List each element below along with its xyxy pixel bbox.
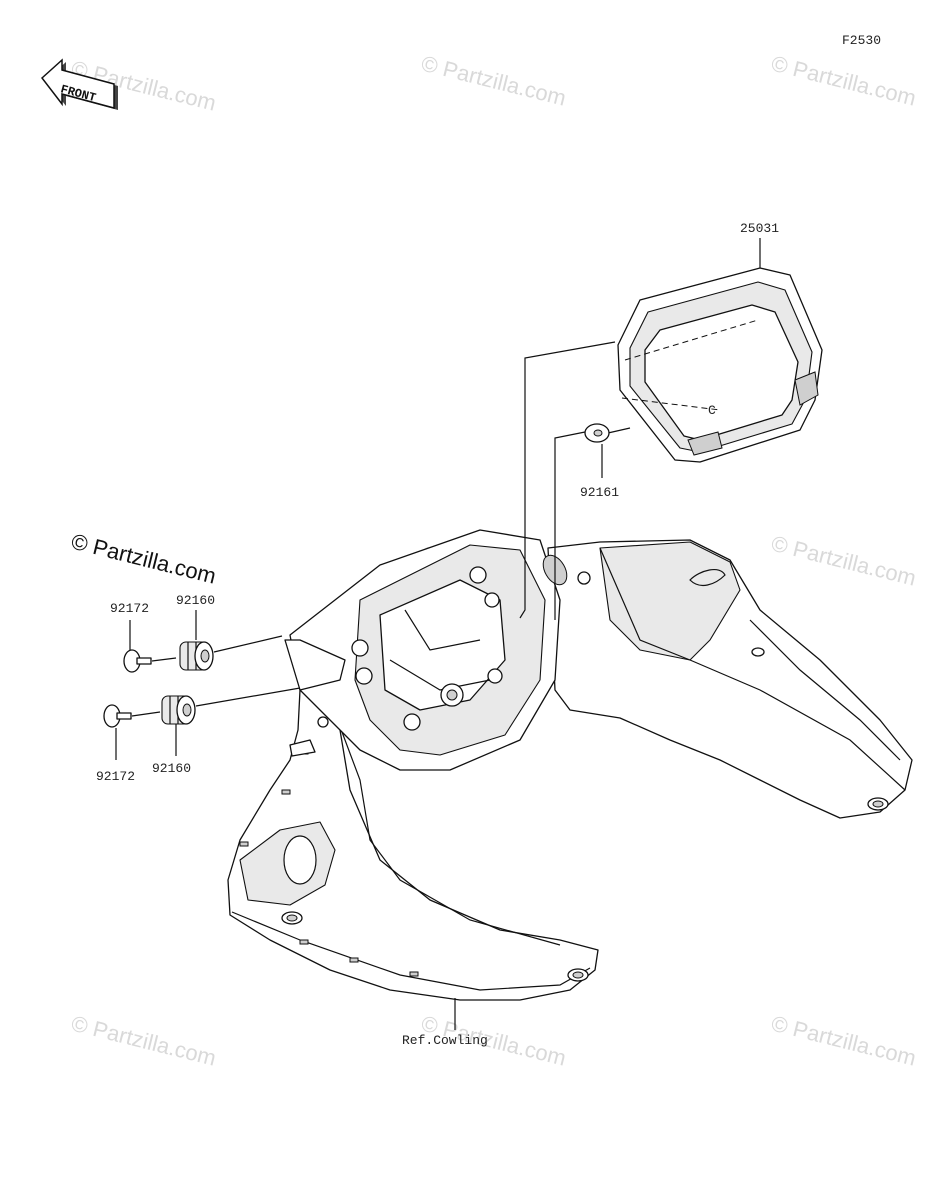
damper-lower-part [161,695,196,725]
watermark: © Partzilla.com [769,531,919,591]
diagram-code: F2530 [842,33,881,48]
watermark-dark: © Partzilla.com [69,529,219,589]
screw-lower-part [103,704,132,728]
screw-upper-part [123,649,152,673]
watermark: © Partzilla.com [769,51,919,111]
reference-label: Ref.Cowling [402,1033,488,1048]
svg-text:C: C [708,403,716,418]
washer-part [584,423,610,443]
meter-assembly-part: C [617,267,823,463]
watermark: © Partzilla.com [69,1011,219,1071]
part-number-meter: 25031 [740,221,779,236]
part-number-damper-lower: 92160 [152,761,191,776]
front-arrow-icon: FRONT [40,58,118,110]
part-number-screw-lower: 92172 [96,769,135,784]
cowling-part [227,529,913,1001]
damper-upper-part [179,641,214,671]
part-number-damper-upper: 92160 [176,593,215,608]
watermark: © Partzilla.com [769,1011,919,1071]
part-number-screw-upper: 92172 [110,601,149,616]
leader-line [519,341,616,619]
part-number-washer: 92161 [580,485,619,500]
watermark: © Partzilla.com [419,51,569,111]
